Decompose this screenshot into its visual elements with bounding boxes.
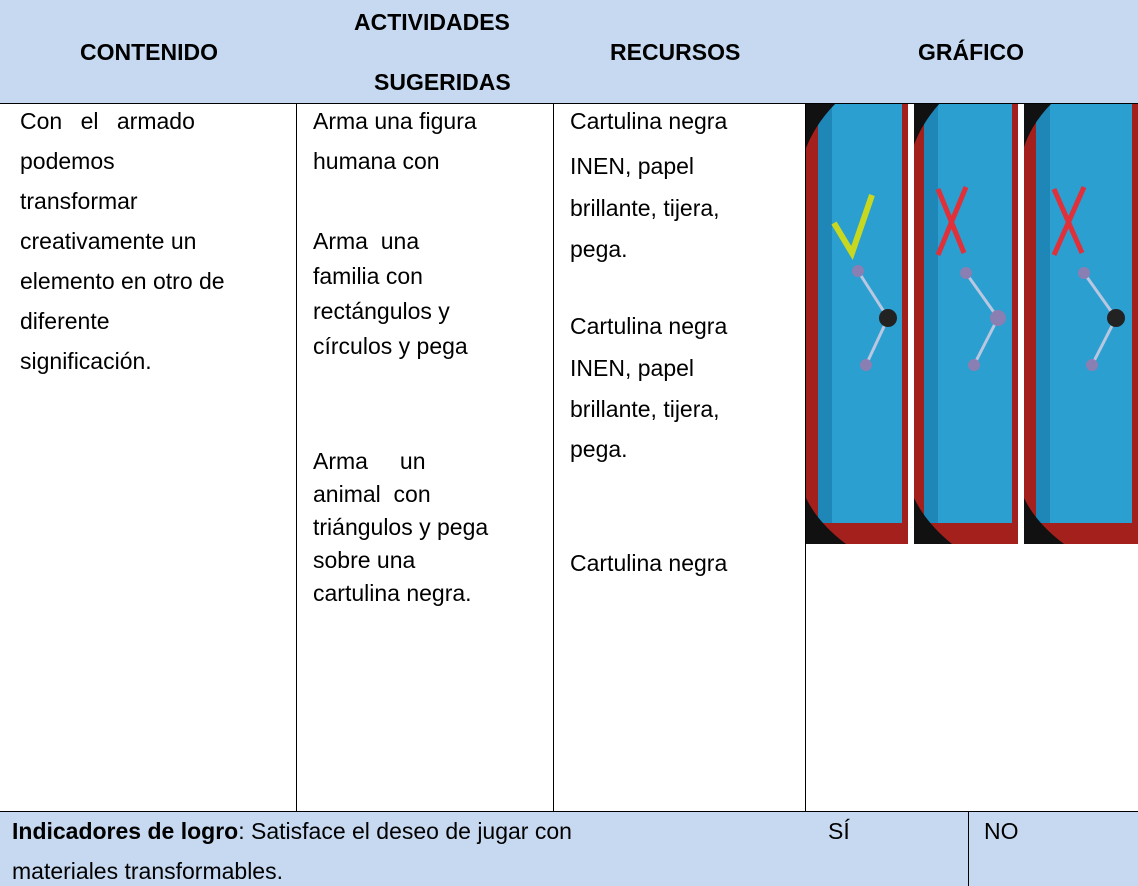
recurso-2-line: pega. [570, 436, 628, 462]
indicadores-text: : Satisface el deseo de jugar con [238, 818, 572, 844]
x-mark-icon [1051, 185, 1087, 257]
recurso-3-line: Cartulina negra [570, 550, 728, 576]
grid-line [296, 103, 297, 811]
grid-line [0, 811, 1138, 812]
actividad-3-line: animal con [313, 481, 431, 507]
indicadores-line2: materiales transformables. [12, 858, 283, 884]
corner-pocket [1024, 103, 1052, 147]
actividad-1-line: humana con [313, 148, 440, 174]
corner-pocket [1024, 498, 1064, 544]
grid-line [805, 103, 806, 811]
recurso-2-line: brillante, tijera, [570, 396, 720, 422]
header-row [0, 0, 1138, 103]
header-contenido: CONTENIDO [80, 39, 218, 65]
pool-table-image-3 [1024, 103, 1138, 544]
pool-table-image-2 [914, 103, 1018, 544]
actividad-2-line: Arma una [313, 228, 420, 254]
recurso-1-line: Cartulina negra [570, 108, 728, 134]
pool-ball [879, 309, 897, 327]
corner-pocket [806, 498, 846, 544]
pool-table-image-1 [806, 103, 908, 544]
recurso-2-line: Cartulina negra [570, 313, 728, 339]
contenido-line: transformar [20, 188, 138, 214]
indicadores-line1: Indicadores de logro: Satisface el deseo… [12, 818, 820, 845]
contenido-line: diferente [20, 308, 110, 334]
actividad-3-line: Arma un [313, 448, 426, 474]
actividad-3-line: triángulos y pega [313, 514, 489, 540]
header-recursos: RECURSOS [610, 39, 741, 65]
actividad-2-line: rectángulos y [313, 298, 450, 324]
actividad-1-line: Arma una figura [313, 108, 477, 134]
pool-ball [852, 265, 864, 277]
felt-shade [818, 103, 832, 523]
no-label: NO [984, 818, 1019, 844]
corner-pocket [914, 498, 952, 544]
actividad-3-line: cartulina negra. [313, 580, 472, 606]
grid-line [553, 103, 554, 811]
check-mark-icon [831, 194, 875, 261]
contenido-line: significación. [20, 348, 152, 374]
recurso-1-line: brillante, tijera, [570, 195, 720, 221]
contenido-line: elemento en otro de [20, 268, 225, 294]
header-actividades-line2: SUGERIDAS [374, 69, 511, 95]
indicadores-label: Indicadores de logro [12, 818, 239, 844]
contenido-line: Con el armado [20, 108, 195, 134]
grafico-cell [806, 103, 1138, 544]
grid-line [968, 812, 969, 886]
actividad-2-line: familia con [313, 263, 423, 289]
pool-ball [960, 267, 972, 279]
actividad-2-line: círculos y pega [313, 333, 468, 359]
pool-ball [1107, 309, 1125, 327]
pool-ball [1086, 359, 1098, 371]
recurso-2-line: INEN, papel [570, 355, 695, 381]
pool-ball [1078, 267, 1090, 279]
felt-shade [924, 103, 938, 523]
si-label: SÍ [828, 818, 850, 844]
x-mark-icon [935, 186, 969, 256]
contenido-line: podemos [20, 148, 115, 174]
recurso-1-line: pega. [570, 236, 628, 262]
corner-pocket [806, 103, 836, 148]
footer-row [0, 812, 1138, 886]
pool-ball [990, 310, 1006, 326]
header-actividades-line1: ACTIVIDADES [354, 9, 510, 35]
actividad-3-line: sobre una [313, 547, 416, 573]
contenido-line: creativamente un [20, 228, 197, 254]
header-grafico: GRÁFICO [918, 39, 1025, 65]
grid-line [0, 103, 1138, 104]
pool-ball [860, 359, 872, 371]
pool-ball [968, 359, 980, 371]
recurso-1-line: INEN, papel [570, 153, 695, 179]
corner-pocket [914, 103, 940, 145]
felt-shade [1036, 103, 1050, 523]
